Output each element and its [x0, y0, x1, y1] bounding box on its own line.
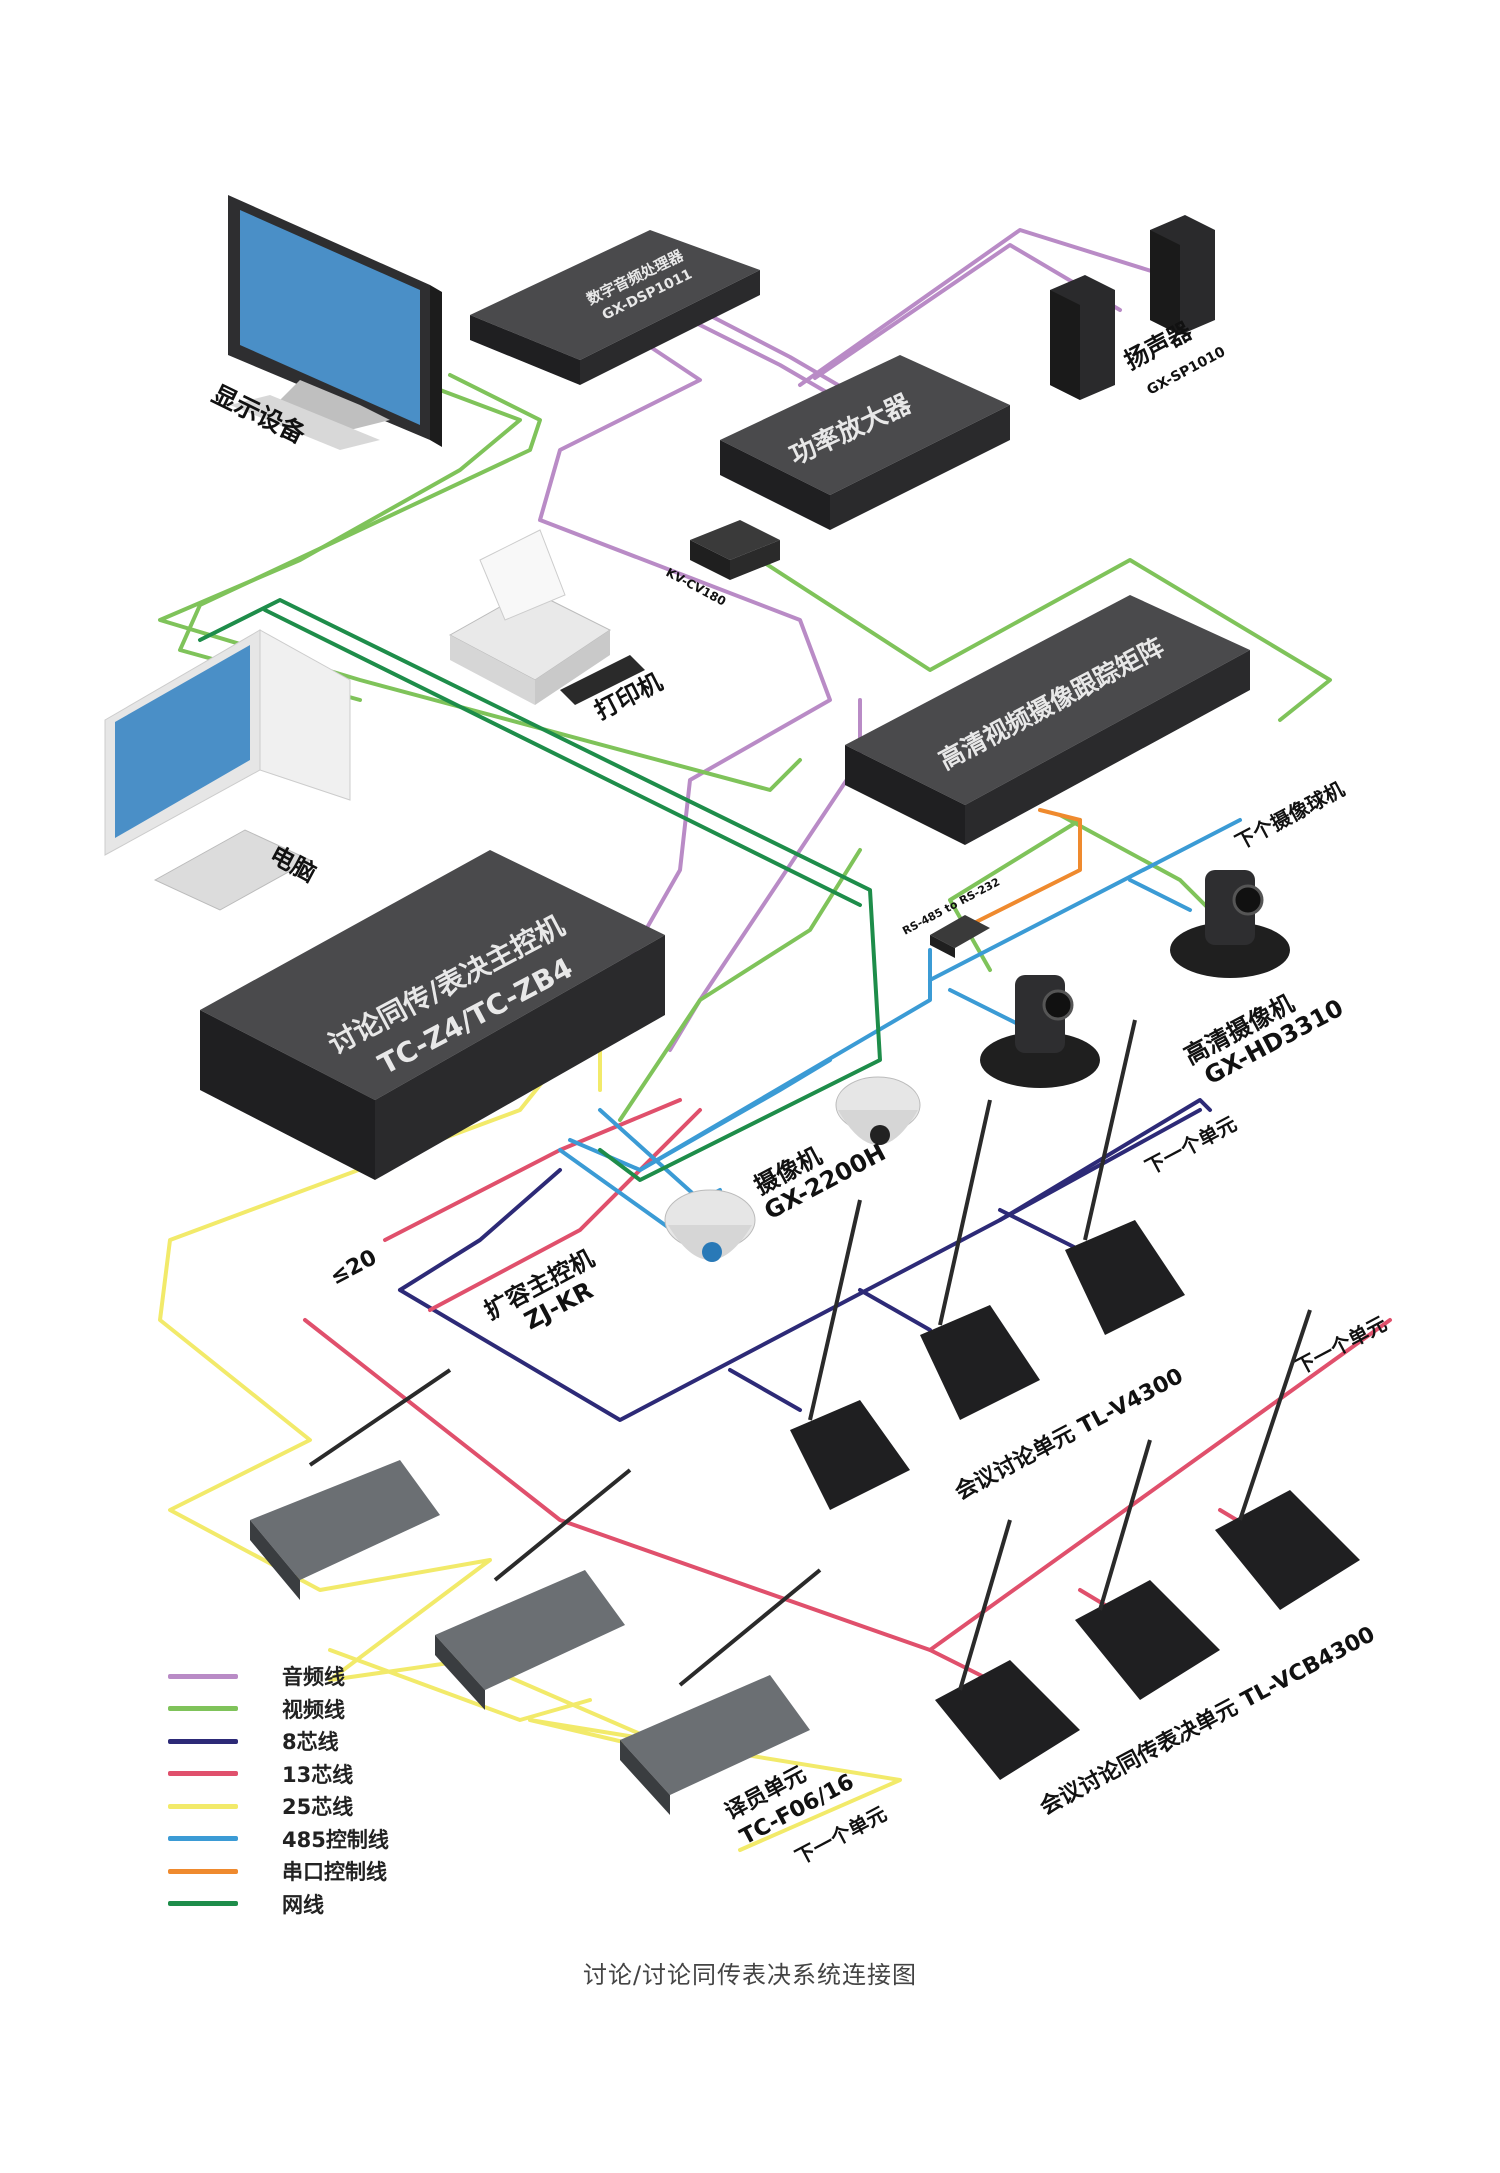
legend-item: 13芯线 — [168, 1758, 389, 1791]
wire-485-rs485 — [638, 948, 932, 1172]
legend-swatch — [168, 1868, 238, 1874]
wire-audio-dsp-amp — [688, 318, 842, 402]
wire-13core-vote-1 — [928, 1648, 992, 1682]
legend-swatch — [168, 1738, 238, 1744]
wire-network-pc-host — [198, 598, 882, 1182]
wire-485-next-camera — [928, 818, 1242, 982]
legend-label: 网线 — [282, 1892, 324, 1917]
le20-label: ≤20 — [326, 1245, 381, 1290]
legend-label: 13芯线 — [282, 1762, 354, 1787]
legend-swatch — [168, 1706, 238, 1712]
legend-item: 25芯线 — [168, 1790, 389, 1823]
legend-label: 视频线 — [282, 1697, 345, 1722]
display-monitor-icon — [228, 195, 442, 450]
wire-8core-host — [398, 1168, 562, 1292]
wire-8core-unit-2 — [858, 1288, 932, 1332]
wire-485-camera2 — [1128, 878, 1192, 912]
next-camera-label: 下个摄像球机 — [1231, 777, 1348, 855]
wire-audio-host-2 — [668, 698, 862, 1052]
wire-video-host — [618, 848, 862, 1122]
wire-video-matrix-camera2 — [948, 818, 1082, 972]
legend: 音频线视频线 8芯线 13芯线 25芯线 485控制线串口控制线网线 — [168, 1660, 389, 1920]
wire-video-converter-matrix — [758, 558, 1332, 722]
wire-audio-amp-speaker — [798, 228, 1182, 387]
dsp-processor-icon — [470, 230, 760, 385]
legend-swatch — [168, 1901, 238, 1907]
legend-label: 音频线 — [282, 1665, 345, 1690]
pc-icon — [104, 629, 351, 911]
wire-25core-interp-2 — [328, 1648, 592, 1722]
power-amplifier-icon — [720, 355, 1010, 530]
legend-item: 串口控制线 — [168, 1855, 389, 1888]
legend-swatch — [168, 1771, 238, 1777]
wire-network-printer — [263, 608, 862, 907]
wire-25core-host-interp — [158, 1008, 902, 1852]
legend-label: 485控制线 — [282, 1827, 389, 1852]
speaker-icon — [1050, 215, 1215, 400]
wire-video-camera-matrix — [1058, 813, 1222, 922]
next-unit-label-1: 下一个单元 — [1141, 1111, 1241, 1179]
legend-swatch — [168, 1803, 238, 1809]
diagram-caption: 讨论/讨论同传表决系统连接图 — [582, 1961, 918, 1989]
converter-icon — [690, 520, 780, 580]
printer-icon — [448, 529, 645, 705]
legend-item: 8芯线 — [168, 1725, 389, 1758]
legend-swatch — [168, 1836, 238, 1842]
wire-13core-ext — [428, 1108, 702, 1312]
legend-label: 8芯线 — [282, 1730, 339, 1755]
rs485-converter-icon — [930, 915, 990, 958]
wire-serial-matrix-rs485 — [958, 808, 1082, 932]
legend-item: 网线 — [168, 1888, 389, 1921]
legend-item: 音频线 — [168, 1660, 389, 1693]
wire-485-dome — [598, 1108, 722, 1202]
wire-audio-dsp-amp-2 — [703, 311, 852, 394]
hd-camera-icon — [980, 870, 1290, 1088]
wire-8core-next — [998, 1098, 1212, 1222]
legend-item: 485控制线 — [168, 1823, 389, 1856]
legend-label: 串口控制线 — [282, 1860, 387, 1885]
wire-8core-unit-1 — [728, 1368, 802, 1412]
discussion-unit-icon — [790, 1019, 1185, 1510]
interpreter-unit-icon — [250, 1368, 822, 1815]
host-controller-icon — [200, 850, 665, 1180]
legend-label: 25芯线 — [282, 1795, 354, 1820]
wire-13core-units — [303, 1318, 1392, 1652]
vote-unit-icon — [935, 1309, 1360, 1780]
dome-camera-icon — [664, 1076, 921, 1262]
wire-audio-dsp-host — [538, 338, 832, 1022]
legend-item: 视频线 — [168, 1693, 389, 1726]
wire-video-display-pc — [178, 373, 542, 702]
video-matrix-icon — [845, 595, 1250, 845]
wire-8core-unit-3 — [998, 1208, 1082, 1252]
legend-swatch — [168, 1673, 238, 1679]
